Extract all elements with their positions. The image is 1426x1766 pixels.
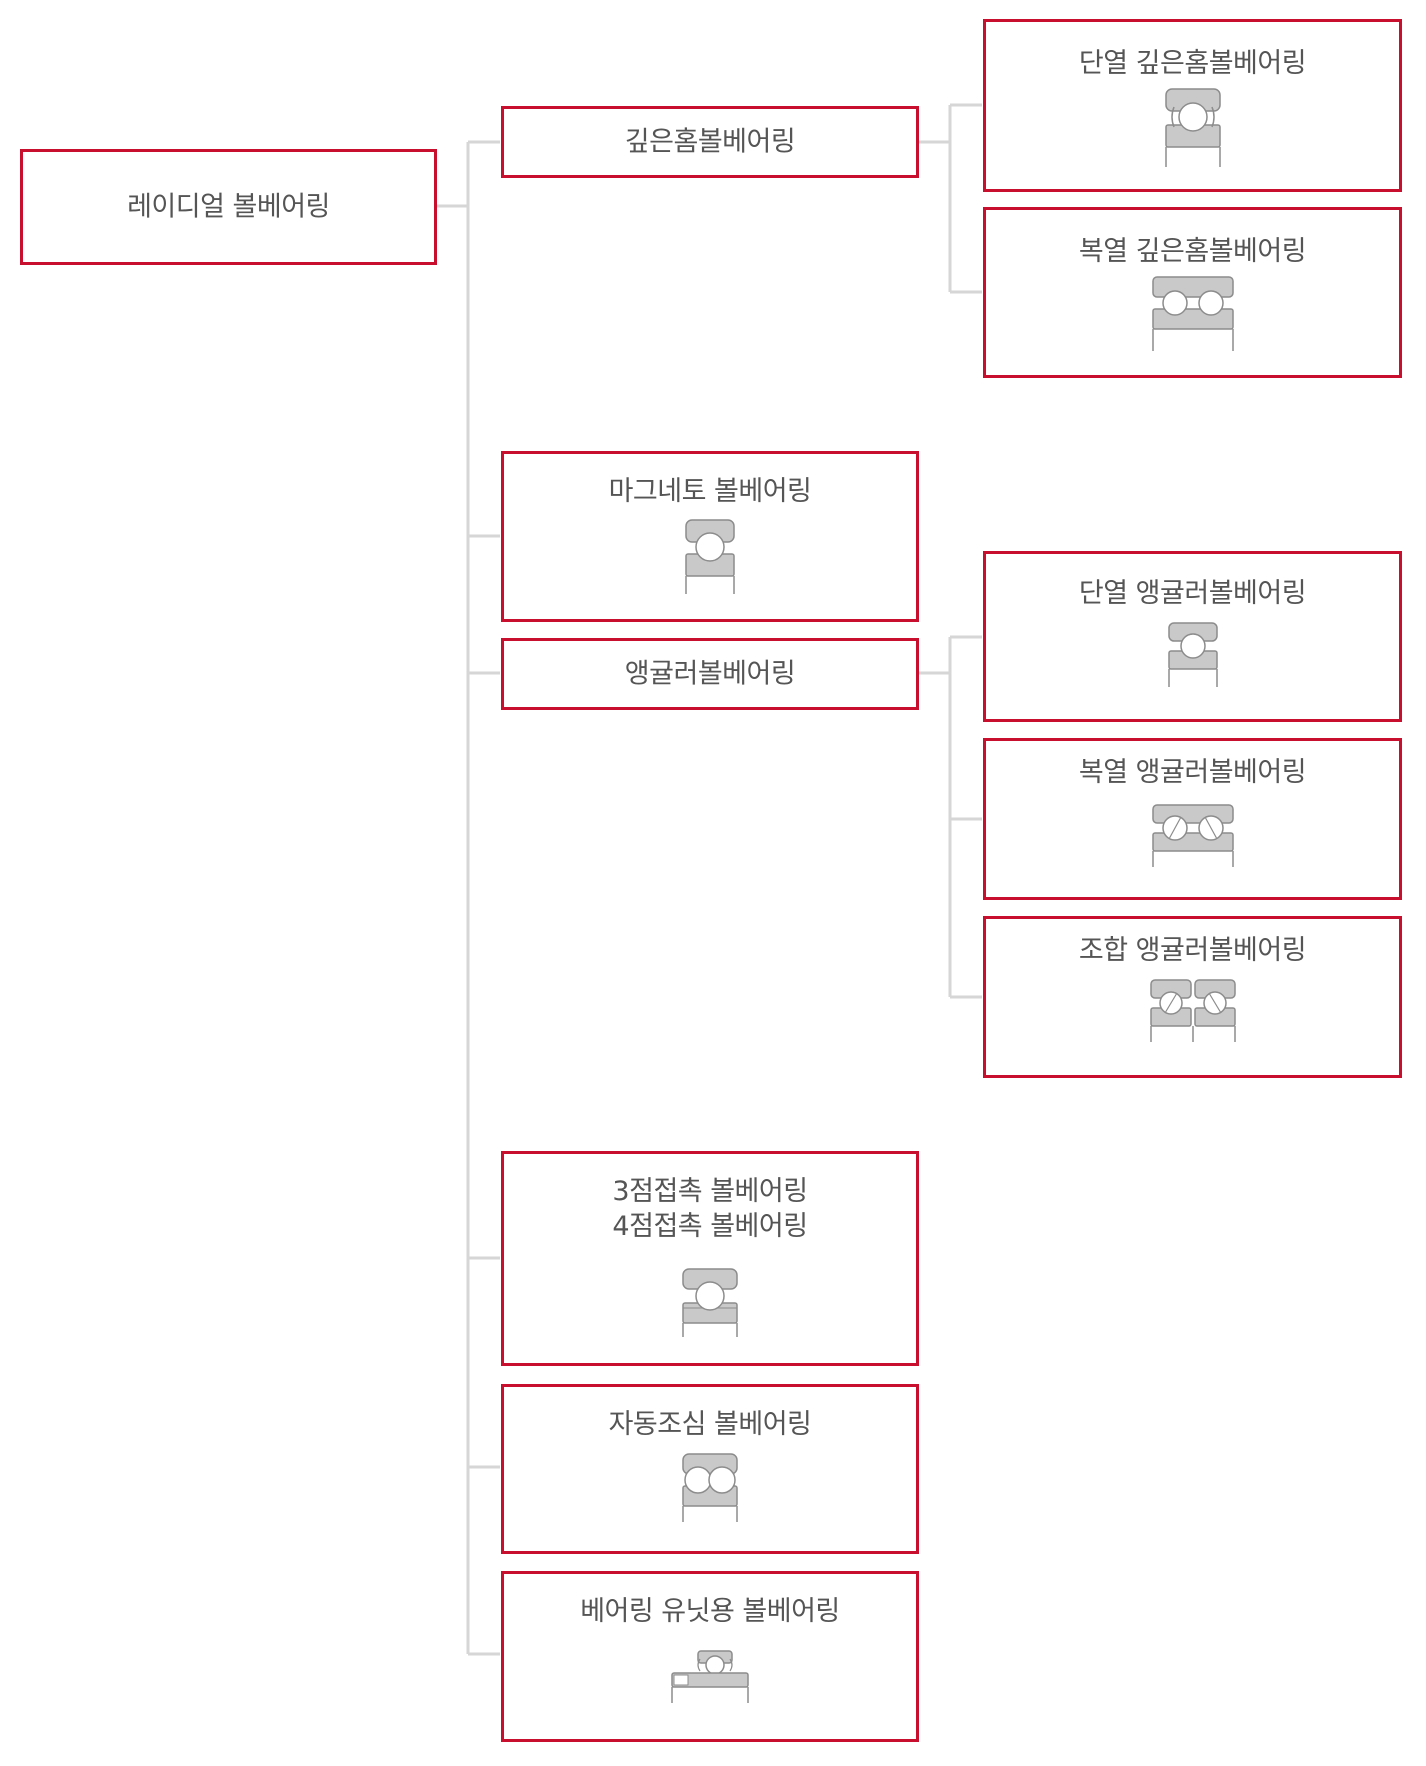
four-point-contact-bearing-icon <box>681 1267 739 1337</box>
node-label: 단열 깊은홈볼베어링 <box>1078 48 1307 79</box>
node-label: 앵귤러볼베어링 <box>624 658 796 690</box>
root-node: 레이디얼 볼베어링 <box>20 149 437 265</box>
double-row-deep-groove-bearing-icon <box>1151 275 1235 351</box>
double-row-angular-node: 복열 앵귤러볼베어링 <box>983 738 1402 900</box>
node-label: 깊은홈볼베어링 <box>624 126 796 158</box>
bearing-unit-node: 베어링 유닛용 볼베어링 <box>501 1571 919 1742</box>
node-label: 마그네토 볼베어링 <box>608 476 812 507</box>
matched-angular-node: 조합 앵귤러볼베어링 <box>983 916 1402 1078</box>
node-label-line2: 4점접촉 볼베어링 <box>612 1211 808 1242</box>
single-row-angular-bearing-icon <box>1167 621 1219 687</box>
double-row-angular-bearing-icon <box>1151 803 1235 867</box>
node-label-line1: 3점접촉 볼베어링 <box>612 1176 808 1207</box>
single-row-deep-groove-bearing-icon <box>1163 87 1223 167</box>
node-label: 복열 깊은홈볼베어링 <box>1078 236 1307 267</box>
bearing-unit-ball-bearing-icon <box>670 1649 750 1705</box>
node-label: 조합 앵귤러볼베어링 <box>1078 935 1307 966</box>
node-label: 자동조심 볼베어링 <box>608 1409 812 1440</box>
double-row-deep-groove-node: 복열 깊은홈볼베어링 <box>983 207 1402 378</box>
node-label: 레이디얼 볼베어링 <box>127 191 330 223</box>
node-label: 복열 앵귤러볼베어링 <box>1078 757 1307 788</box>
deep-groove-node: 깊은홈볼베어링 <box>501 106 919 178</box>
self-aligning-node: 자동조심 볼베어링 <box>501 1384 919 1554</box>
single-row-deep-groove-node: 단열 깊은홈볼베어링 <box>983 19 1402 192</box>
magneto-node: 마그네토 볼베어링 <box>501 451 919 622</box>
four-point-contact-node: 3점접촉 볼베어링 4점접촉 볼베어링 <box>501 1151 919 1366</box>
node-label: 베어링 유닛용 볼베어링 <box>580 1596 840 1627</box>
angular-contact-node: 앵귤러볼베어링 <box>501 638 919 710</box>
magneto-bearing-icon <box>684 518 736 594</box>
self-aligning-bearing-icon <box>681 1452 739 1522</box>
matched-angular-bearing-icon <box>1149 978 1237 1042</box>
node-label: 단열 앵귤러볼베어링 <box>1078 578 1307 609</box>
single-row-angular-node: 단열 앵귤러볼베어링 <box>983 551 1402 722</box>
